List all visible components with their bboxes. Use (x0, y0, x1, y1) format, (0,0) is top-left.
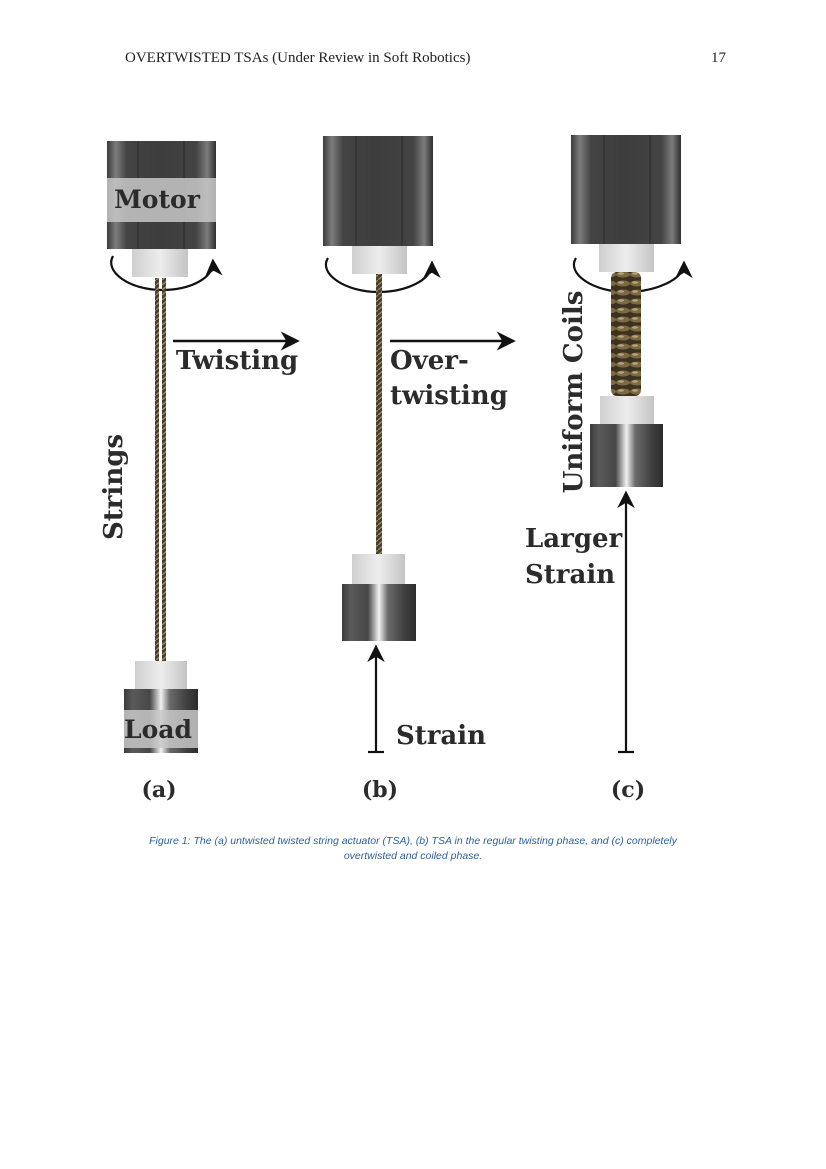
panel-b: Strain (b) (323, 136, 486, 803)
strain-label: Strain (396, 721, 486, 751)
rotation-arrow-a (110, 255, 223, 292)
running-header-title: OVERTWISTED TSAs (Under Review in Soft R… (125, 50, 471, 66)
uniform-coils-c (611, 272, 641, 396)
larger-strain-label-line1: Larger (525, 524, 623, 554)
uniform-coils-label: Uniform Coils (559, 291, 589, 494)
load-c (590, 396, 663, 487)
figure-caption: Figure 1: The (a) untwisted twisted stri… (100, 834, 726, 864)
twisting-label: Twisting (176, 346, 298, 376)
caption-line-1: Figure 1: The (a) untwisted twisted stri… (149, 835, 677, 847)
motor-c (571, 135, 681, 272)
overtwisting-label-line2: twisting (390, 381, 508, 411)
page-number: 17 (711, 50, 726, 66)
load-a (124, 661, 198, 753)
panel-c-label: (c) (611, 777, 645, 803)
load-label: Load (124, 715, 192, 744)
strings-label: Strings (99, 434, 129, 540)
strings-a (155, 278, 166, 662)
panel-a-label: (a) (141, 777, 176, 803)
motor-label: Motor (114, 185, 201, 214)
larger-strain-label-line2: Strain (525, 560, 615, 590)
load-b (342, 554, 416, 641)
caption-line-2: overtwisted and coiled phase. (343, 850, 483, 862)
overtwisting-label-line1: Over- (390, 346, 469, 376)
panel-b-label: (b) (362, 777, 398, 803)
twisted-string-b (376, 274, 382, 556)
panel-a: Motor Load Strings (a) (99, 141, 223, 803)
panel-c: Uniform Coils Larger Strain (c) (525, 135, 693, 803)
motor-b (323, 136, 433, 274)
tsa-figure: Motor Load Strings (a) Twisting Strain (… (99, 135, 693, 803)
motor-a (107, 141, 216, 277)
